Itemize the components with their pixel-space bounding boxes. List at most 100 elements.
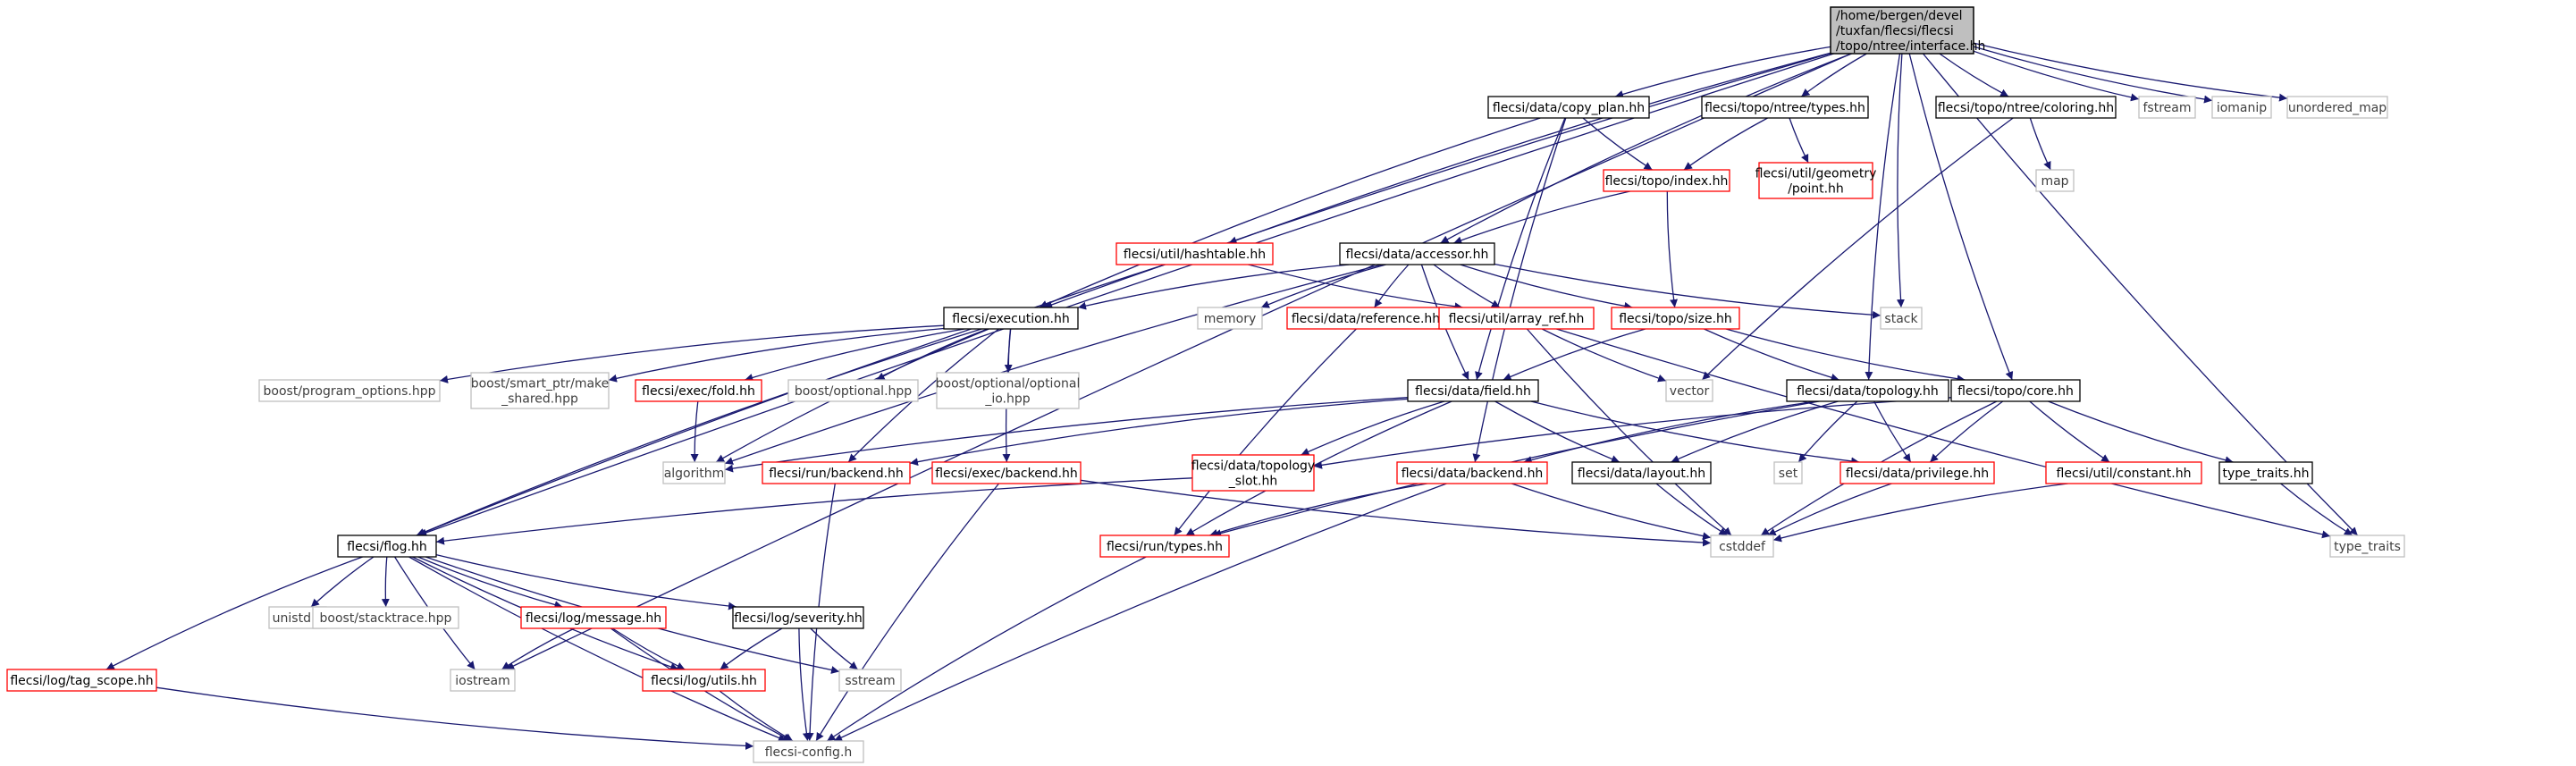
edge-array_ref-to-cstddef — [1526, 328, 1732, 536]
node-box — [1786, 379, 1949, 402]
node-topo-index[interactable]: flecsi/topo/index.hh — [1603, 169, 1730, 192]
node-data-field[interactable]: flecsi/data/field.hh — [1407, 379, 1539, 402]
edge-ntree_coloring-to-map — [2029, 117, 2051, 171]
node-type-traits-hh[interactable]: type_traits.hh — [2218, 461, 2313, 484]
edge-execution-to-smart_ptr — [608, 327, 945, 383]
edge-log_severity-to-sstream — [810, 627, 859, 670]
node-topology-slot[interactable]: flecsi/data/topology_slot.hh — [1191, 454, 1315, 492]
node-box — [2035, 169, 2075, 192]
node-exec-backend[interactable]: flecsi/exec/backend.hh — [931, 461, 1082, 484]
node-optional-io: boost/optional/optional_io.hpp — [936, 372, 1080, 409]
node-box — [1438, 307, 1595, 330]
node-array-ref[interactable]: flecsi/util/array_ref.hh — [1438, 307, 1595, 330]
edge-topo_core-to-type_traits_hh — [2048, 400, 2234, 465]
edge-accessor-to-algorithm — [724, 264, 1383, 465]
node-label: stack — [1884, 312, 1918, 326]
node-hashtable[interactable]: flecsi/util/hashtable.hh — [1115, 242, 1274, 265]
edge-data_topology-to-set — [1797, 400, 1858, 463]
edge-data_topology-to-privilege — [1873, 400, 1912, 463]
node-box — [2286, 96, 2388, 119]
node-flog[interactable]: flecsi/flog.hh — [337, 535, 437, 558]
node-box — [1115, 242, 1274, 265]
node-box — [1197, 307, 1263, 330]
edge-data_layout-to-cstddef — [1655, 483, 1728, 536]
edge-exec_backend-to-flecsi_config — [815, 483, 1000, 742]
node-tag-scope[interactable]: flecsi/log/tag_scope.hh — [6, 669, 157, 692]
node-label: flecsi/data/layout.hh — [1578, 467, 1705, 481]
node-label: iostream — [455, 674, 510, 688]
node-topo-size[interactable]: flecsi/topo/size.hh — [1611, 307, 1740, 330]
node-label: flecsi/data/backend.hh — [1402, 467, 1544, 481]
node-topo-core[interactable]: flecsi/topo/core.hh — [1950, 379, 2081, 402]
node-reference[interactable]: flecsi/data/reference.hh — [1286, 307, 1445, 330]
node-box — [1407, 379, 1539, 402]
node-copy-plan[interactable]: flecsi/data/copy_plan.hh — [1487, 96, 1650, 119]
node-log-severity[interactable]: flecsi/log/severity.hh — [732, 606, 864, 629]
node-set: set — [1773, 461, 1803, 484]
node-geometry-point[interactable]: flecsi/util/geometry/point.hh — [1755, 162, 1877, 199]
node-label: unordered_map — [2288, 101, 2387, 115]
node-label: flecsi/log/severity.hh — [734, 611, 863, 626]
edge-flog-to-flecsi_config — [408, 556, 787, 742]
node-label: flecsi/run/backend.hh — [769, 467, 904, 481]
node-run-types[interactable]: flecsi/run/types.hh — [1099, 535, 1230, 558]
node-execution[interactable]: flecsi/execution.hh — [943, 307, 1079, 330]
node-label: flecsi/data/copy_plan.hh — [1493, 101, 1645, 115]
node-box — [1611, 307, 1740, 330]
edge-root-to-copy_plan — [1614, 46, 1831, 98]
node-box — [1665, 379, 1713, 402]
node-label: set — [1779, 467, 1798, 481]
node-label: boost/optional.hpp — [795, 384, 912, 399]
edge-log_message-to-log_utils — [611, 627, 686, 670]
node-box — [1701, 96, 1869, 119]
node-privilege[interactable]: flecsi/data/privilege.hh — [1839, 461, 1995, 484]
node-label: flecsi/data/topology — [1191, 459, 1315, 473]
node-ntree-coloring[interactable]: flecsi/topo/ntree/coloring.hh — [1935, 96, 2117, 119]
edge-flog-to-log_severity — [435, 553, 737, 610]
edge-exec_backend-to-cstddef — [1080, 479, 1712, 547]
edge-flog-to-unistd — [310, 556, 375, 608]
node-run-backend[interactable]: flecsi/run/backend.hh — [762, 461, 911, 484]
node-smart-ptr: boost/smart_ptr/make_shared.hpp — [470, 372, 610, 409]
node-box — [6, 669, 157, 692]
node-iostream: iostream — [450, 669, 516, 692]
node-label: flecsi/log/message.hh — [526, 611, 661, 626]
node-ntree-types[interactable]: flecsi/topo/ntree/types.hh — [1701, 96, 1869, 119]
edge-data_backend-to-flecsi_config — [833, 483, 1447, 742]
node-box — [1571, 461, 1712, 484]
edge-root-to-fstream — [1973, 50, 2140, 102]
node-data-backend[interactable]: flecsi/data/backend.hh — [1396, 461, 1548, 484]
edge-type_traits_hh-to-type_traits — [2280, 483, 2353, 536]
node-flecsi-config: flecsi-config.h — [753, 740, 864, 763]
node-label: boost/stacktrace.hpp — [320, 611, 452, 626]
edge-root-to-ntree_types — [1800, 53, 1867, 97]
node-box — [762, 461, 911, 484]
node-box — [1710, 535, 1774, 558]
edge-accessor-to-topo_size — [1460, 264, 1633, 310]
dependency-edges — [105, 42, 2359, 750]
node-label: type_traits.hh — [2223, 467, 2310, 481]
edge-topo_index-to-topo_size — [1666, 190, 1679, 308]
edge-data_backend-to-run_types — [1209, 483, 1427, 537]
header-nodes: /home/bergen/devel/tuxfan/flecsi/flecsi/… — [6, 6, 2405, 763]
node-exec-fold[interactable]: flecsi/exec/fold.hh — [635, 379, 762, 402]
node-label: flecsi/topo/ntree/coloring.hh — [1938, 101, 2114, 115]
node-data-layout[interactable]: flecsi/data/layout.hh — [1571, 461, 1712, 484]
node-accessor[interactable]: flecsi/data/accessor.hh — [1339, 242, 1495, 265]
edge-data_field-to-algorithm — [724, 397, 1409, 473]
node-util-constant[interactable]: flecsi/util/constant.hh — [2045, 461, 2202, 484]
node-box — [732, 606, 864, 629]
edge-ntree_coloring-to-vector — [1701, 117, 2014, 381]
node-log-message[interactable]: flecsi/log/message.hh — [520, 606, 667, 629]
node-box — [450, 669, 516, 692]
node-label: /home/bergen/devel — [1836, 9, 1963, 23]
node-box — [1286, 307, 1445, 330]
node-log-utils[interactable]: flecsi/log/utils.hh — [642, 669, 766, 692]
node-box — [943, 307, 1079, 330]
node-data-topology[interactable]: flecsi/data/topology.hh — [1786, 379, 1949, 402]
node-label: boost/program_options.hpp — [264, 384, 436, 399]
node-box — [1758, 162, 1873, 199]
node-label: flecsi/topo/ntree/types.hh — [1705, 101, 1865, 115]
node-label: flecsi/run/types.hh — [1107, 540, 1223, 554]
